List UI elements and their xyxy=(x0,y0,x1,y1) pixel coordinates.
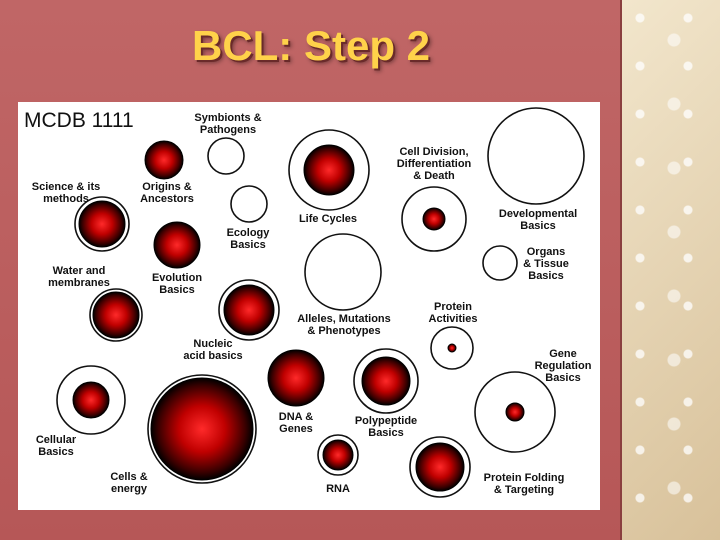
inner-red-circle-rna xyxy=(322,439,354,471)
concept-node-life-cycles: Life Cycles xyxy=(288,129,370,225)
concept-node-cell-division: Cell Division,Differentiation& Death xyxy=(397,146,472,252)
inner-red-circle-evolution xyxy=(153,221,201,269)
outer-circle-developmental xyxy=(487,107,585,205)
label-life-cycles: Life Cycles xyxy=(299,213,357,225)
concept-node-symbionts: Symbionts &Pathogens xyxy=(194,112,262,175)
inner-red-circle-cellular xyxy=(72,381,110,419)
inner-red-circle-polypeptide xyxy=(361,356,411,406)
inner-red-circle-science xyxy=(78,200,126,248)
label-cell-division: Cell Division,Differentiation& Death xyxy=(397,146,472,182)
decorative-side-strip xyxy=(620,0,720,540)
inner-red-circle-protein-folding xyxy=(415,442,465,492)
outer-circle-organs xyxy=(482,245,518,281)
concept-node-origins: Origins &Ancestors xyxy=(140,140,194,205)
concept-node-cells-energy: Cells &energy xyxy=(110,374,257,495)
inner-red-circle-cells-energy xyxy=(150,377,254,481)
concept-node-alleles: Alleles, Mutations& Phenotypes xyxy=(297,233,391,337)
inner-red-circle-nucleic xyxy=(223,284,275,336)
outer-circle-symbionts xyxy=(207,137,245,175)
label-symbionts: Symbionts &Pathogens xyxy=(194,112,261,136)
concept-node-dna-genes: DNA &Genes xyxy=(267,349,325,435)
outer-circle-ecology xyxy=(230,185,268,223)
inner-red-circle-dna-genes xyxy=(267,349,325,407)
slide-title: BCL: Step 2 xyxy=(191,22,430,69)
inner-red-circle-cell-division xyxy=(422,207,446,231)
label-rna: RNA xyxy=(326,483,350,495)
inner-red-circle-origins xyxy=(144,140,184,180)
concept-node-rna: RNA xyxy=(317,434,359,495)
label-cells-energy: Cells &energy xyxy=(110,471,148,495)
inner-red-circle-water xyxy=(92,291,140,339)
course-code: MCDB 1111 xyxy=(24,109,134,132)
concept-node-protein-folding: Protein Folding& Targeting xyxy=(409,436,565,498)
label-protein-folding: Protein Folding& Targeting xyxy=(484,472,565,496)
label-dna-genes: DNA &Genes xyxy=(279,411,313,435)
inner-red-circle-protein-activities xyxy=(447,343,457,353)
outer-circle-alleles xyxy=(304,233,382,311)
inner-red-circle-life-cycles xyxy=(303,144,355,196)
label-alleles: Alleles, Mutations& Phenotypes xyxy=(297,313,391,337)
label-origins: Origins &Ancestors xyxy=(140,181,194,205)
inner-red-circle-gene-regulation xyxy=(505,402,525,422)
